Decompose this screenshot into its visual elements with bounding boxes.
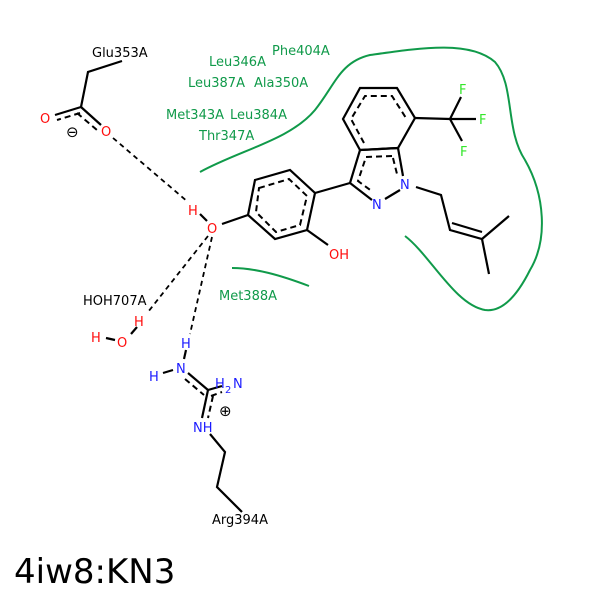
residue-label-hoh: HOH707A <box>83 294 147 309</box>
hoh-bond-1 <box>130 326 138 335</box>
hydrophobic-pocket-arc <box>199 46 543 312</box>
pyrazole-aromatic <box>356 155 393 193</box>
residue-label-leu387: Leu387A <box>188 76 245 91</box>
pyrazole-aromatic-2 <box>392 157 398 175</box>
hbond-hoh <box>147 235 209 313</box>
positive-charge-icon: ⊕ <box>219 402 232 420</box>
atom-h2n-h: H <box>215 377 225 392</box>
glu-co2-bond <box>80 106 102 126</box>
residue-label-met343: Met343A <box>166 108 224 123</box>
cf-bond-1 <box>449 96 462 120</box>
biaryl-bond <box>314 181 351 195</box>
residue-label-glu: Glu353A <box>92 46 148 61</box>
atom-h2n-n: N <box>233 377 243 392</box>
phenol-ring-aromatic <box>254 177 309 234</box>
arg-nh-bond-2 <box>162 368 174 375</box>
prenyl-double-bond <box>451 221 483 234</box>
atom-nh-arg: NH <box>193 421 213 436</box>
glu-co-bond <box>54 105 82 117</box>
hbond-arg <box>189 236 213 335</box>
arg-cn3-aromatic <box>207 395 214 419</box>
atom-f-2: F <box>479 113 486 128</box>
benzene-ring <box>341 86 417 152</box>
benzene-aromatic <box>349 95 407 144</box>
arg-cn3-bond <box>200 389 210 419</box>
atom-n-arg-1: N <box>176 362 186 377</box>
atom-h-ligand: H <box>188 204 198 219</box>
residue-label-met388: Met388A <box>219 289 277 304</box>
atom-h-arg-2: H <box>149 370 159 385</box>
o-ring-bond <box>221 213 249 226</box>
atom-oh-ligand: OH <box>329 248 349 263</box>
residue-label-ala350: Ala350A <box>254 76 308 91</box>
hoh-bond-2 <box>105 336 116 342</box>
atom-o-glu-2: O <box>101 125 111 140</box>
residue-label-leu384: Leu384A <box>230 108 287 123</box>
atom-h-hoh-1: H <box>134 315 144 330</box>
cf-bond-3 <box>449 118 463 142</box>
atom-f-3: F <box>460 145 467 160</box>
residue-label-thr347: Thr347A <box>198 129 254 144</box>
atom-n1: N <box>400 178 410 193</box>
atom-o-glu-1: O <box>40 112 50 127</box>
glu-co-bond-aromatic <box>56 112 81 121</box>
diagram-title: 4iw8:KN3 <box>14 552 176 592</box>
atom-o-hoh: O <box>117 336 127 351</box>
atom-h-hoh-2: H <box>91 331 101 346</box>
glu-sidechain <box>79 59 123 108</box>
residue-label-leu346: Leu346A <box>209 55 266 70</box>
atom-h2n-sub: 2 <box>225 385 231 396</box>
glu-co2-bond-aromatic <box>76 112 98 131</box>
oh-bond <box>199 213 208 222</box>
atom-o-ligand: O <box>207 222 217 237</box>
arg-nh-bond <box>182 349 188 360</box>
negative-charge-icon: ⊖ <box>66 123 79 141</box>
n-n-bond <box>384 189 401 200</box>
prenyl-chain <box>415 185 510 241</box>
oh2-bond <box>306 229 329 246</box>
c7a-n1-bond <box>396 147 405 177</box>
arg-cn-aromatic <box>184 378 205 396</box>
cf3-bond <box>414 116 451 121</box>
atom-f-1: F <box>459 83 466 98</box>
met388-contact-arc <box>231 267 310 287</box>
prenyl-methyl <box>480 238 491 275</box>
residue-label-arg: Arg394A <box>212 513 268 528</box>
atom-h-arg-1: H <box>181 337 191 352</box>
arg-cn-bond <box>187 372 209 391</box>
arg-sidechain <box>209 433 243 513</box>
hbond-glu <box>112 137 189 203</box>
arg-cn2-aromatic <box>210 391 223 397</box>
atom-n2: N <box>372 198 382 213</box>
residue-label-phe404: Phe404A <box>272 44 330 59</box>
arg-cn2-bond <box>207 384 223 392</box>
